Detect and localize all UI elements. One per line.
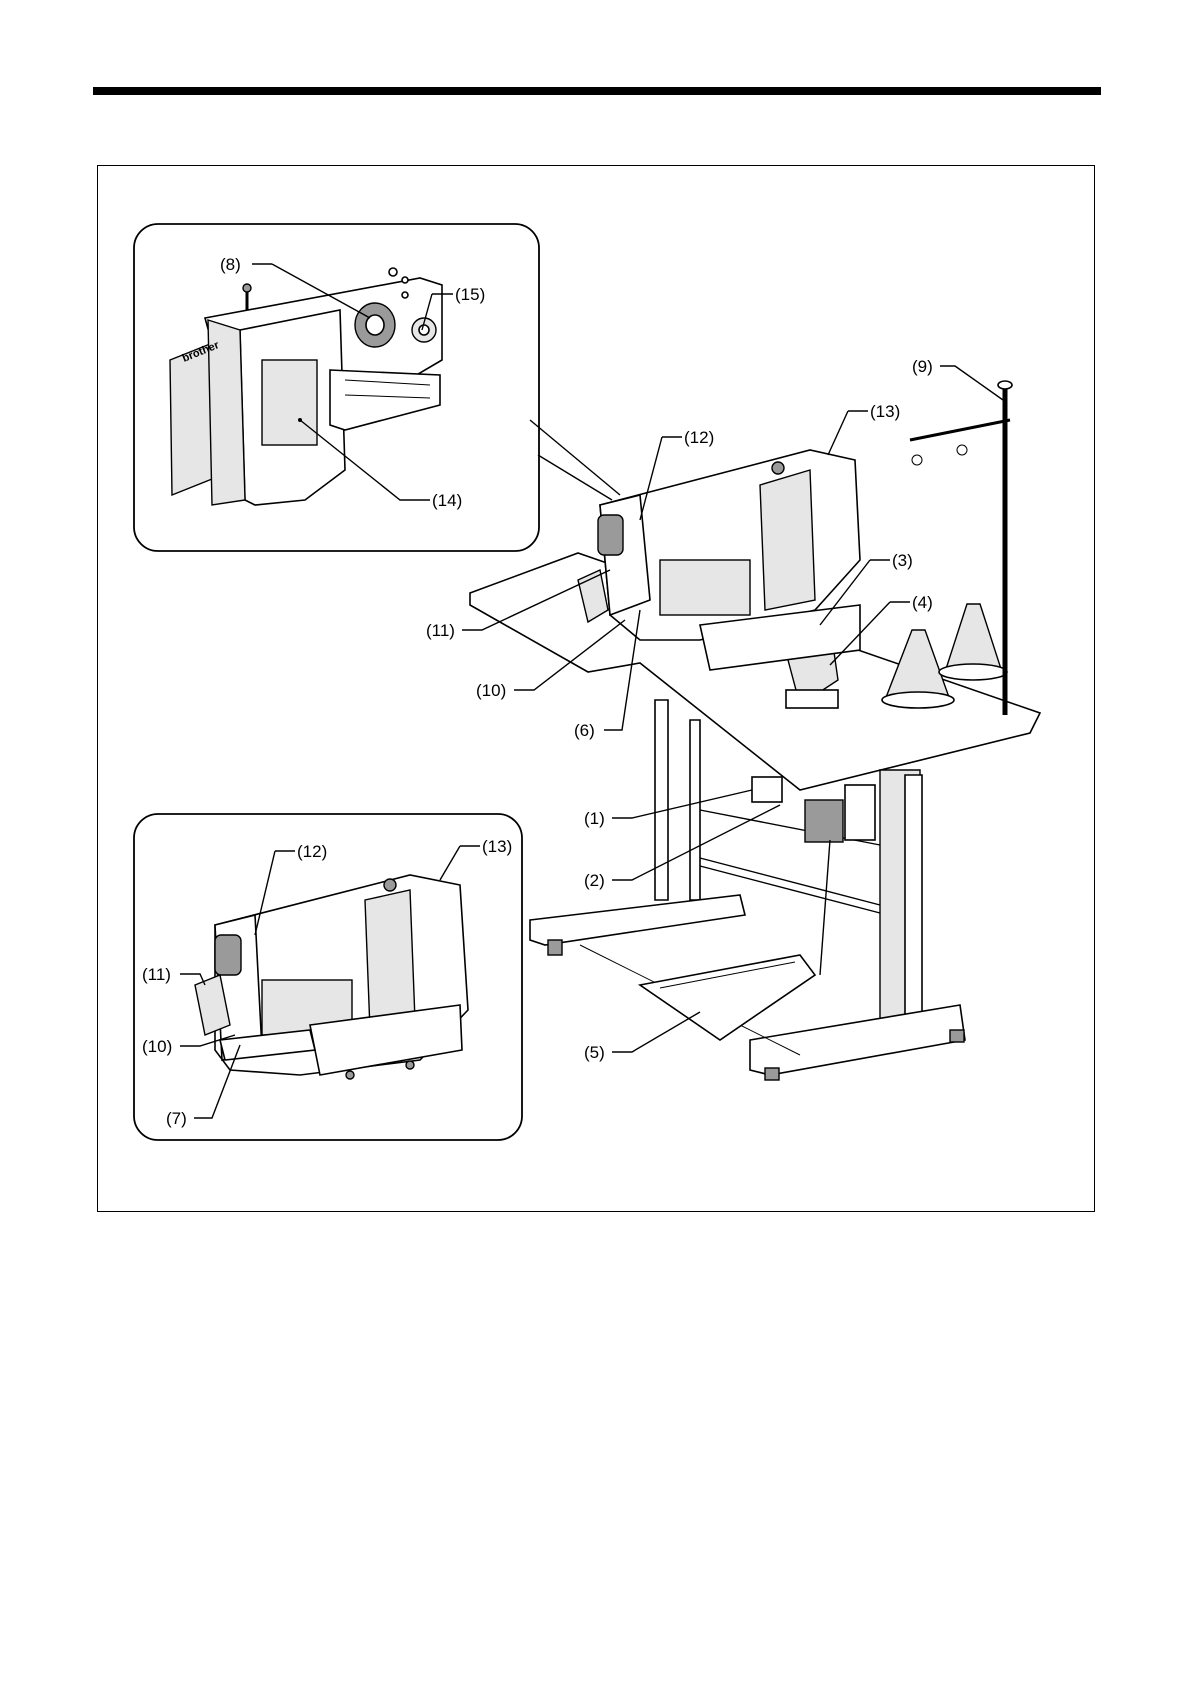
inset-bottom-callout-10: (10) — [142, 1037, 172, 1056]
callout-2: (2) — [584, 871, 605, 890]
callout-1: (1) — [584, 809, 605, 828]
main-assembly — [470, 381, 1040, 1080]
callout-14: (14) — [432, 491, 462, 510]
callout-6: (6) — [574, 721, 595, 740]
inset-bottom-callout-12: (12) — [297, 842, 327, 861]
callout-5: (5) — [584, 1043, 605, 1062]
callout-11: (11) — [426, 621, 455, 640]
inset-top: brother (8) (15) (14) — [134, 224, 620, 551]
inset-bottom-callout-7: (7) — [166, 1109, 187, 1128]
inset-bottom: (12) (13) (11) (10) (7) — [134, 814, 522, 1140]
callout-8: (8) — [220, 255, 241, 274]
inset-bottom-callout-13: (13) — [482, 837, 512, 856]
callout-9: (9) — [912, 357, 933, 376]
callout-10: (10) — [476, 681, 506, 700]
callout-4: (4) — [912, 593, 933, 612]
callout-13: (13) — [870, 402, 900, 421]
callout-15: (15) — [455, 285, 485, 304]
callout-12: (12) — [684, 428, 714, 447]
inset-bottom-callout-11: (11) — [142, 965, 171, 984]
callout-3: (3) — [892, 551, 913, 570]
